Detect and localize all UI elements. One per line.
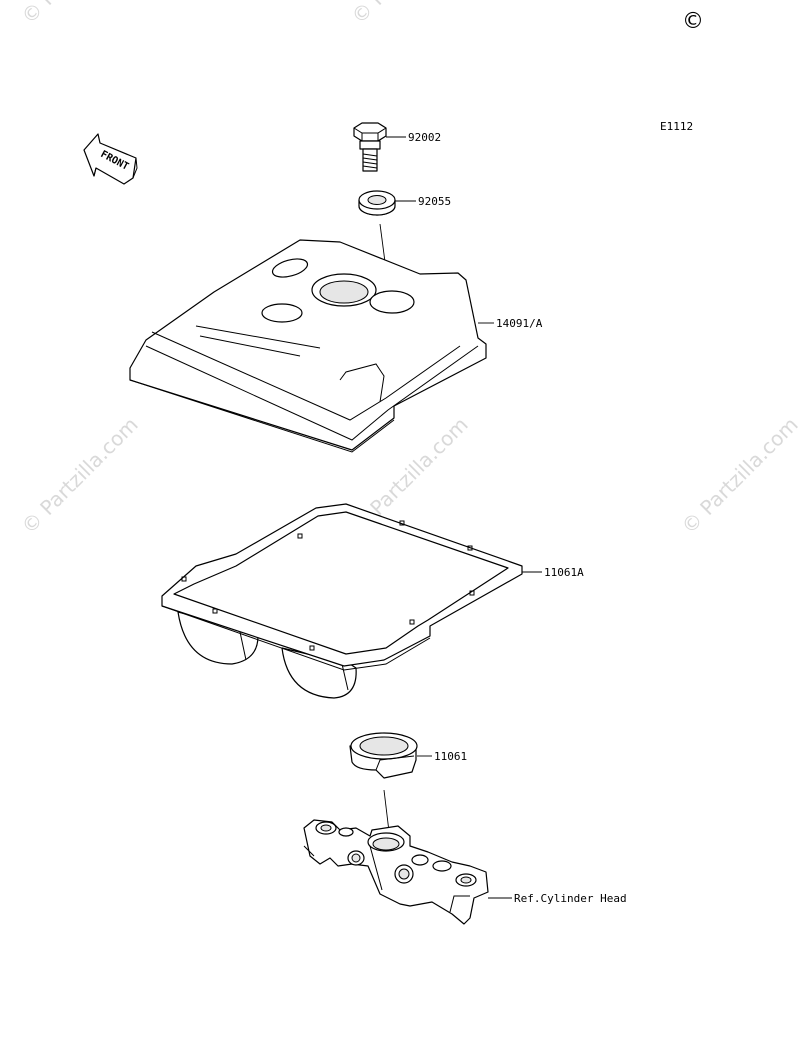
head-cover-gasket-11061A <box>161 503 523 671</box>
watermark-1: © Partzilla.com <box>17 412 143 538</box>
diagram-code: E1112 <box>660 120 693 133</box>
part-label-14091A: 14091/A <box>496 317 543 330</box>
watermark-3: © Partzilla.com <box>677 412 800 538</box>
part-label-92055: 92055 <box>418 195 451 208</box>
part-label-11061A: 11061A <box>544 566 584 579</box>
watermark-top-1: © Partzilla.com <box>17 0 143 29</box>
seal-washer-92055 <box>358 190 396 216</box>
gasket-lower-domes <box>177 611 357 699</box>
front-arrow-icon: FRONT <box>83 133 138 185</box>
part-label-92002: 92002 <box>408 131 441 144</box>
cylinder-head-cover-14091A <box>129 239 487 453</box>
watermark-top-2: © Partzilla.com <box>347 0 473 29</box>
copyright-mark: © <box>682 9 704 34</box>
part-label-11061: 11061 <box>434 750 467 763</box>
bolt-92002 <box>353 122 387 172</box>
plug-seal-11061 <box>349 732 418 779</box>
cylinder-head-reference <box>303 819 489 925</box>
part-label-cylinder-head: Ref.Cylinder Head <box>514 892 627 905</box>
